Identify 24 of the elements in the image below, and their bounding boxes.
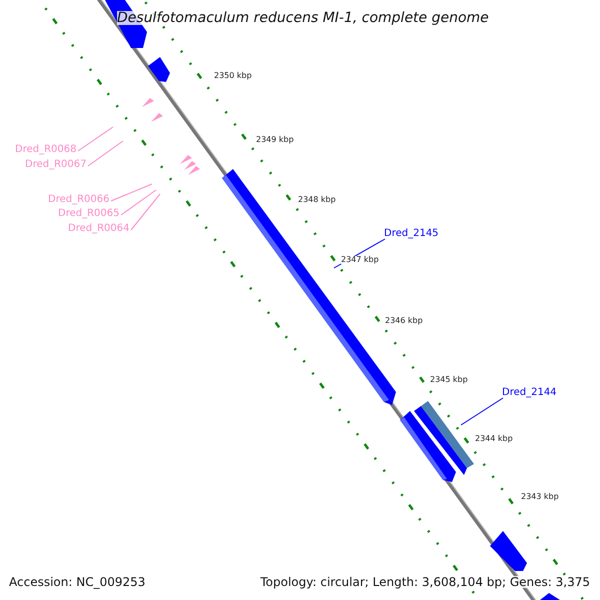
genome-title: Desulfotomaculum reducens MI-1, complete genome (117, 11, 489, 25)
tick-label: 2344 kbp (475, 435, 513, 443)
tick-label: 2346 kbp (385, 317, 423, 325)
leader-line (110, 184, 152, 202)
tick-label: 2350 kbp (214, 72, 252, 80)
tick-label: 2345 kbp (430, 376, 468, 384)
tick-label: 2349 kbp (256, 136, 294, 144)
leader-line (120, 190, 156, 216)
gene-label: Dred_R0067 (25, 160, 86, 170)
gene-label: Dred_R0064 (68, 224, 130, 234)
leader-line (460, 398, 504, 426)
gene-label: Dred_2144 (502, 388, 557, 398)
tick-label: 2343 kbp (521, 493, 559, 501)
leader-line (130, 194, 160, 230)
accession-text: Accession: NC_009253 (9, 576, 146, 588)
gene-label: Dred_R0068 (15, 145, 76, 155)
gene-label: Dred_R0065 (58, 209, 120, 219)
tick-label: 2347 kbp (341, 256, 379, 264)
gene-label: Dred_R0066 (48, 195, 110, 205)
gene-label: Dred_2145 (384, 229, 439, 239)
leader-line (78, 126, 114, 152)
tick-label: 2348 kbp (298, 196, 336, 204)
leader-line (88, 140, 124, 166)
genome-info-text: Topology: circular; Length: 3,608,104 bp; Genes: 3,375 (260, 576, 590, 588)
